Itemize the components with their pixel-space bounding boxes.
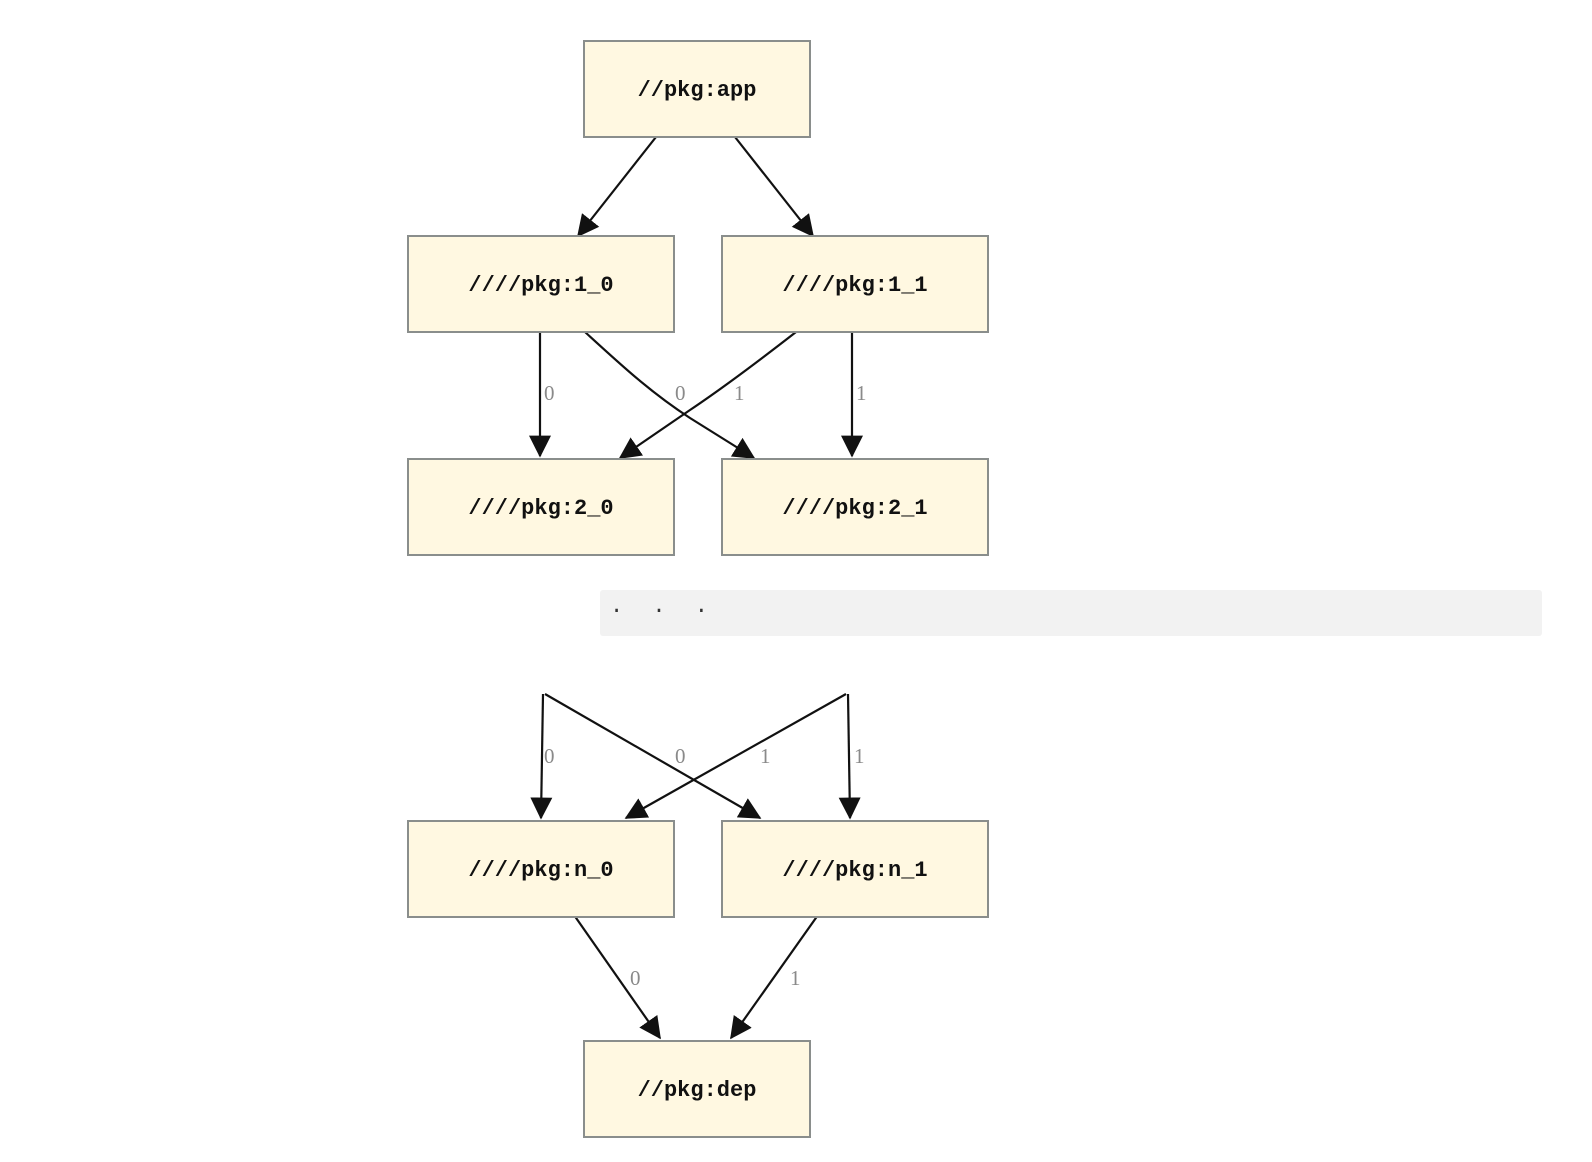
edge-top-right-to-n_0 (624, 693, 847, 819)
node-app[interactable]: //pkg:app (583, 40, 811, 138)
node-label-2_1: ////pkg:2_1 (782, 496, 927, 521)
edge-top-right-to-n_1 (838, 693, 861, 820)
edge-label: 0 (675, 744, 686, 768)
edge-label: 0 (630, 966, 641, 990)
edge-app-to-1_1 (734, 136, 814, 238)
node-label-1_0: ////pkg:1_0 (468, 273, 613, 298)
node-1_1[interactable]: ////pkg:1_1 (721, 235, 989, 333)
edge-top-left-to-n_1 (544, 693, 762, 819)
edge-app-to-1_0 (577, 136, 657, 238)
ellipsis-code-block: . . . (600, 590, 1542, 636)
node-label-app: //pkg:app (638, 78, 757, 103)
node-label-n_0: ////pkg:n_0 (468, 858, 613, 883)
edge-label: 1 (854, 744, 865, 768)
edge-label: 1 (856, 381, 867, 405)
edge-label: 1 (760, 744, 771, 768)
edge-label: 0 (544, 381, 555, 405)
node-label-2_0: ////pkg:2_0 (468, 496, 613, 521)
node-dep[interactable]: //pkg:dep (583, 1040, 811, 1138)
edge-1_1-to-2_0 (618, 331, 797, 459)
edge-label: 1 (734, 381, 745, 405)
node-2_0[interactable]: ////pkg:2_0 (407, 458, 675, 556)
nodes: //pkg:app ////pkg:1_0 ////pkg:1_1 ////pk… (407, 40, 989, 1138)
node-label-1_1: ////pkg:1_1 (782, 273, 927, 298)
node-n_1[interactable]: ////pkg:n_1 (721, 820, 989, 918)
edge-n_1-to-dep (730, 914, 819, 1040)
edge-top-left-to-n_0 (530, 693, 553, 820)
edge-1_0-to-2_1 (584, 331, 756, 459)
node-label-dep: //pkg:dep (638, 1078, 757, 1103)
edge-label: 0 (675, 381, 686, 405)
edge-label: 0 (544, 744, 555, 768)
node-2_1[interactable]: ////pkg:2_1 (721, 458, 989, 556)
edges (529, 136, 863, 1040)
node-n_0[interactable]: ////pkg:n_0 (407, 820, 675, 918)
node-label-n_1: ////pkg:n_1 (782, 858, 927, 883)
edge-n_0-to-dep (573, 914, 661, 1040)
node-1_0[interactable]: ////pkg:1_0 (407, 235, 675, 333)
edge-label: 1 (790, 966, 801, 990)
edge-labels: 0 0 1 1 0 0 1 1 0 1 (544, 381, 867, 990)
